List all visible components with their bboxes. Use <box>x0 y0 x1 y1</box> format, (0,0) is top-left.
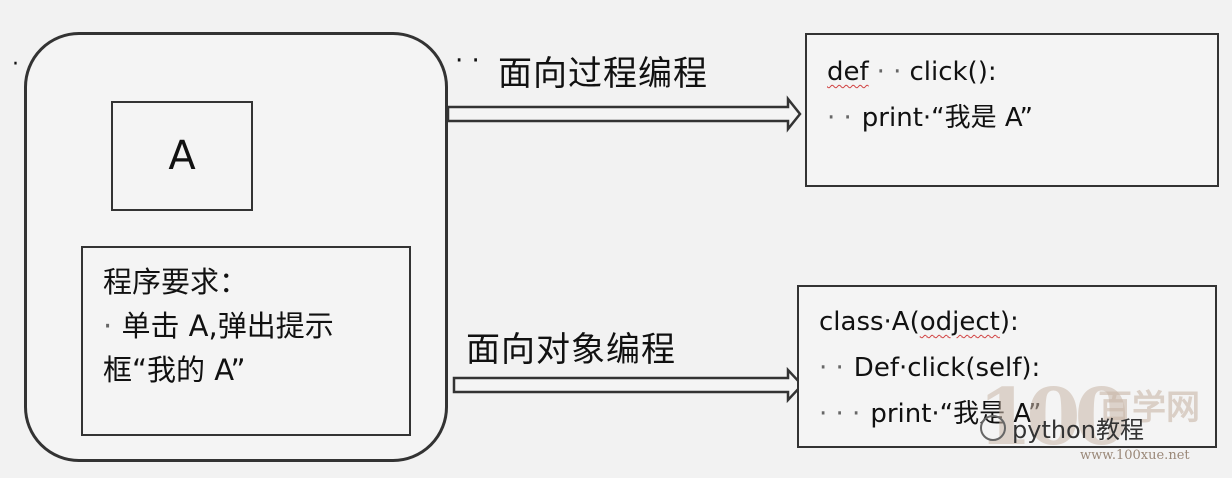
watermark-channel: python教程 <box>1012 416 1144 444</box>
oop-heading: 面向对象编程 <box>466 330 676 370</box>
arrow-top <box>446 95 802 133</box>
requirement-line-2: · 单击 A,弹出提示 <box>103 309 334 343</box>
arrow-bottom <box>452 366 804 404</box>
code-line-print: · ·print·“我是 A” <box>827 103 1033 133</box>
procedural-code-box: def· ·click(): · ·print·“我是 A” <box>805 33 1219 187</box>
code-line-class: class·A(odject): <box>819 307 1019 337</box>
requirement-title: 程序要求： <box>103 265 249 299</box>
left-dot: · <box>12 52 19 77</box>
watermark-site-name: 百学网 <box>1098 388 1200 428</box>
procedural-heading: 面向过程编程 <box>498 54 708 94</box>
code-line-print-self: · · ·print·“我是 A” <box>819 399 1042 429</box>
watermark-number: 100 <box>978 372 1129 463</box>
watermark-url: www.100xue.net <box>1080 448 1190 463</box>
code-line-def: def· ·click(): <box>827 57 997 87</box>
arrow-top-polygon <box>446 95 802 133</box>
wechat-icon <box>980 415 1006 441</box>
requirement-line-3: 框“我的 A” <box>103 353 246 387</box>
arrow-bottom-polygon <box>452 366 804 404</box>
oop-code-box: class·A(odject): · ·Def·click(self): · ·… <box>797 285 1217 448</box>
requirement-box: 程序要求： · 单击 A,弹出提示 框“我的 A” <box>81 246 411 436</box>
component-a-box: A <box>111 101 253 211</box>
code-line-def-click: · ·Def·click(self): <box>819 353 1041 383</box>
component-a-label: A <box>168 133 196 179</box>
top-heading-dots: · · <box>455 46 480 76</box>
